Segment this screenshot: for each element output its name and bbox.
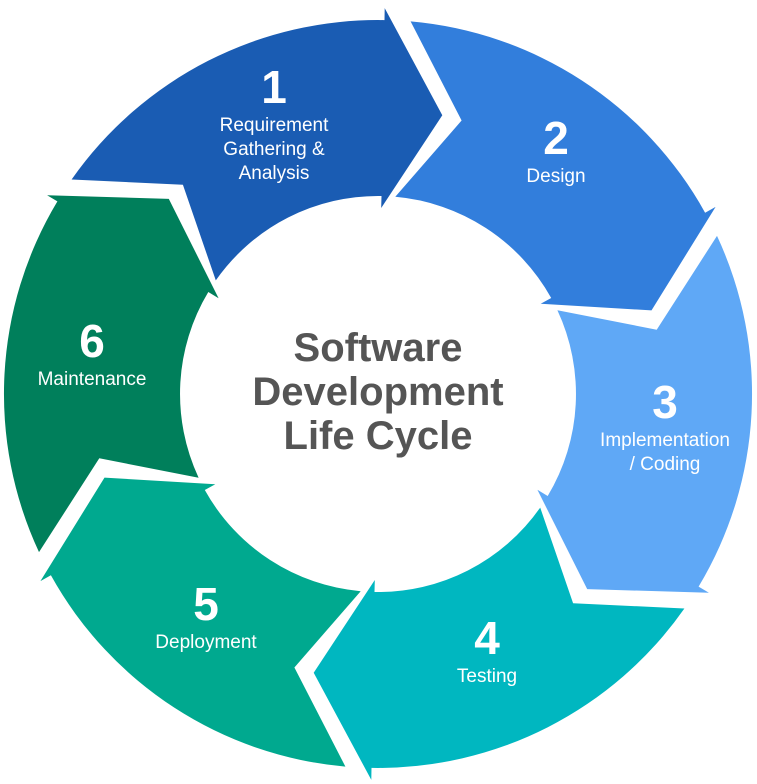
title-line: Life Cycle — [283, 414, 473, 458]
stage-6-text-line: Maintenance — [37, 369, 147, 390]
diagram-title: Software Development Life Cycle — [252, 326, 503, 458]
title-line: Development — [252, 370, 504, 414]
stage-4-arrow — [313, 507, 685, 780]
stage-1-text-line: Requirement — [219, 115, 329, 136]
stage-3-label: 3 Implementation / Coding — [600, 377, 730, 477]
stage-2-text-line: Design — [526, 166, 586, 187]
stage-3-text-line: / Coding — [629, 454, 701, 475]
stage-6-arrow — [3, 195, 219, 553]
stage-4-label: 4 Testing — [457, 613, 517, 689]
stage-4-number: 4 — [474, 612, 500, 664]
stage-1-number: 1 — [261, 61, 287, 113]
stage-5-arrow — [40, 477, 361, 767]
stage-2-label: 2 Design — [526, 113, 585, 189]
stage-3-arrow — [537, 235, 753, 593]
stage-5-text-line: Deployment — [155, 632, 257, 653]
stage-1-text-line: Analysis — [238, 163, 310, 184]
title-line: Software — [293, 326, 463, 370]
stage-5-label: 5 Deployment — [155, 579, 256, 655]
stage-6-number: 6 — [79, 315, 105, 367]
stage-4-text-line: Testing — [456, 666, 518, 687]
stage-2-arrow — [395, 21, 716, 311]
stage-3-text-line: Implementation — [600, 430, 730, 451]
stage-1-text-line: Gathering & — [223, 139, 325, 160]
stage-2-number: 2 — [543, 112, 569, 164]
stage-6-label: 6 Maintenance — [38, 316, 147, 392]
stage-5-number: 5 — [193, 578, 219, 630]
stage-1-label: 1 Requirement Gathering & Analysis — [220, 62, 329, 186]
stage-3-number: 3 — [652, 376, 678, 428]
stage-1-arrow — [71, 8, 443, 281]
